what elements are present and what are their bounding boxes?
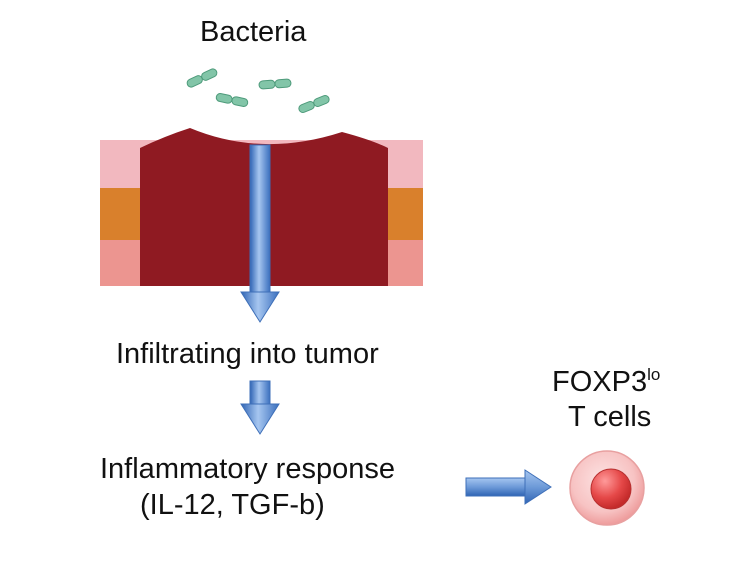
cytokines-label: (IL-12, TGF-b) bbox=[140, 489, 325, 521]
infiltrating-step-label: Infiltrating into tumor bbox=[116, 338, 379, 370]
down-arrow-short bbox=[240, 380, 280, 435]
t-cell-icon bbox=[569, 450, 645, 526]
bacteria-group bbox=[186, 68, 330, 113]
bacteria-label: Bacteria bbox=[200, 16, 307, 48]
cell-name-text: FOXP3 bbox=[552, 366, 648, 398]
bacterium-icon bbox=[258, 78, 292, 90]
cell-superscript: lo bbox=[647, 365, 661, 384]
down-arrow-long bbox=[240, 144, 280, 323]
inflammatory-response-label: Inflammatory response bbox=[100, 453, 395, 485]
right-arrow bbox=[465, 469, 552, 505]
tissue-top-edge bbox=[383, 130, 423, 140]
bacterium-icon bbox=[215, 93, 249, 107]
bacterium-icon bbox=[298, 95, 330, 113]
cell-type-label: T cells bbox=[568, 401, 652, 433]
bacterium-icon bbox=[186, 68, 218, 88]
tissue-top-edge bbox=[100, 130, 140, 140]
cell-name-label: FOXP3lo bbox=[552, 366, 660, 397]
